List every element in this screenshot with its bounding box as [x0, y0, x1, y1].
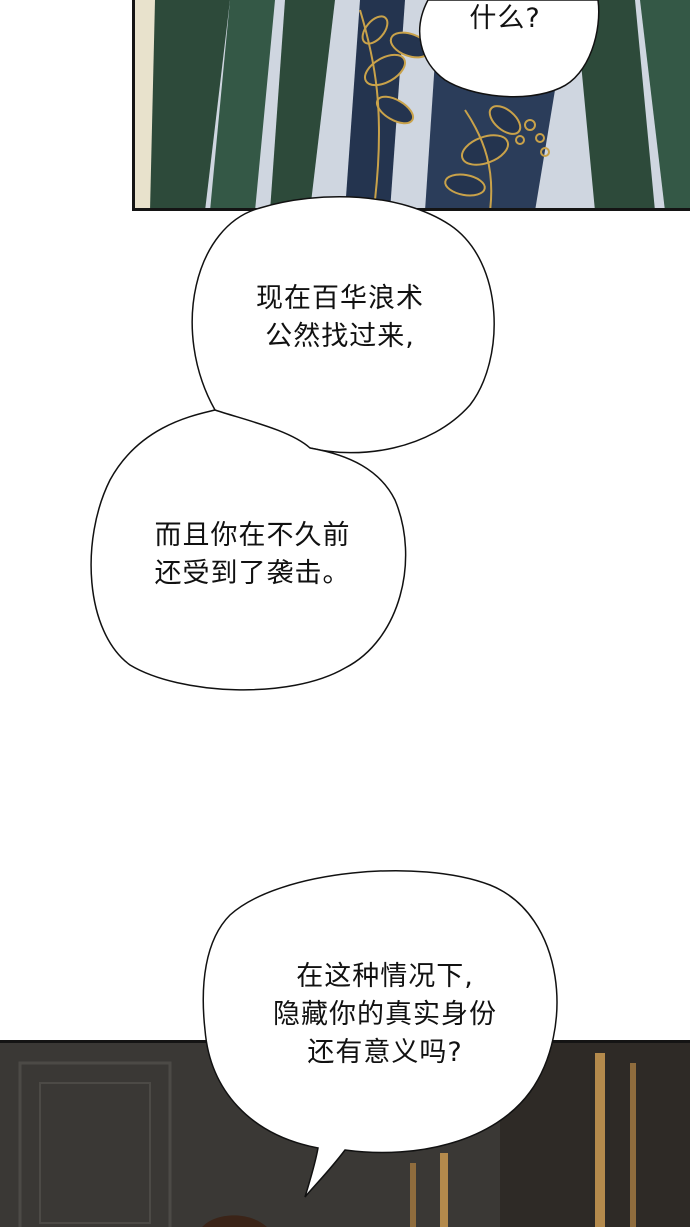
bubble-text-2: 现在百华浪术 公然找过来, — [220, 280, 460, 356]
bubble-text-3: 而且你在不久前 还受到了袭击。 — [120, 517, 385, 593]
bubble-2-line-2: 公然找过来, — [265, 321, 415, 352]
speech-bubble-3 — [90, 409, 407, 691]
bubble-3-line-2: 还受到了袭击。 — [154, 558, 351, 589]
bubble-text-4: 在这种情况下, 隐藏你的真实身份 还有意义吗? — [230, 958, 540, 1072]
bubble-text-1: 什么? — [440, 0, 570, 38]
bubble-2-line-1: 现在百华浪术 — [256, 283, 424, 314]
curtain-flower-illustration — [135, 0, 690, 208]
speech-bubble-4 — [202, 869, 558, 1198]
bubble-4-line-1: 在这种情况下, — [296, 961, 474, 992]
bubble-4-line-3: 还有意义吗? — [307, 1037, 463, 1068]
bubble-4-line-2: 隐藏你的真实身份 — [273, 999, 497, 1030]
speech-bubble-1 — [419, 0, 600, 98]
bubble-3-line-1: 而且你在不久前 — [154, 520, 351, 551]
bubble-1-line-1: 什么? — [469, 3, 541, 34]
